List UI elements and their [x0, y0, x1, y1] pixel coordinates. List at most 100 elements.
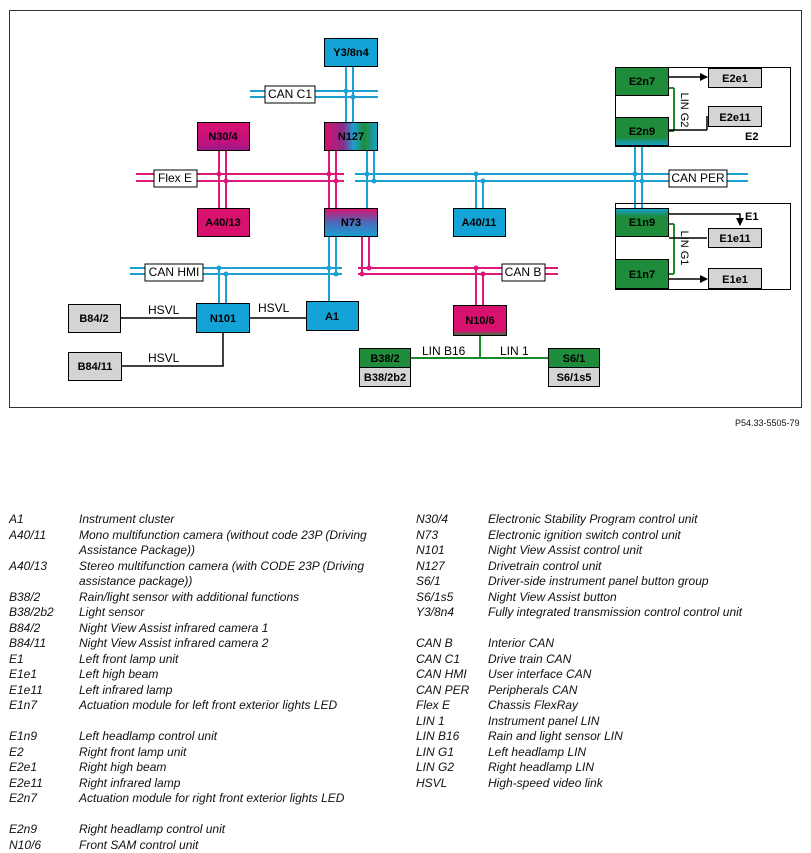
legend-code: CAN B	[416, 636, 453, 652]
legend-code: E1	[9, 652, 24, 668]
legend-description: User interface CAN	[488, 667, 808, 683]
lin-b16-label: LIN B16	[422, 344, 466, 358]
unit-a40-11[interactable]: A40/11	[454, 209, 506, 237]
legend-code: E1n7	[9, 698, 37, 714]
unit-y3-8n4[interactable]: Y3/8n4	[325, 39, 378, 67]
unit-b84-11[interactable]: B84/11	[69, 353, 122, 381]
legend-description: Interior CAN	[488, 636, 808, 652]
unit-e1n7[interactable]: E1n7	[616, 260, 669, 289]
legend-description: Actuation module for right front exterio…	[79, 791, 399, 807]
legend-description: Actuation module for left front exterior…	[79, 698, 399, 714]
e2-label: E2	[745, 131, 758, 143]
unit-n73[interactable]: N73	[325, 209, 378, 237]
legend-code: B38/2	[9, 590, 40, 606]
legend-row: B38/2 Rain/light sensor with additional f…	[9, 590, 399, 606]
unit-a1[interactable]: A1	[307, 302, 359, 331]
can-c1-label: CAN C1	[268, 87, 312, 101]
legend-code: CAN PER	[416, 683, 469, 699]
unit-e2n7[interactable]: E2n7	[616, 68, 669, 96]
legend-description: Night View Assist button	[488, 590, 808, 606]
unit-s6-1[interactable]: S6/1	[549, 349, 600, 368]
legend-row: CAN PER Peripherals CAN	[416, 683, 811, 699]
legend-code: LIN B16	[416, 729, 459, 745]
legend-code: Flex E	[416, 698, 450, 714]
legend-description: Right headlamp control unit	[79, 822, 399, 838]
legend-code: N127	[416, 559, 445, 575]
svg-text:A1: A1	[325, 311, 339, 323]
legend-code: E1e11	[9, 683, 43, 699]
unit-n127[interactable]: N127	[325, 123, 378, 151]
network-diagram: E2 E1 CAN C1 Flex E CAN PER CAN HMI CAN …	[0, 0, 811, 430]
legend-description: Light sensor	[79, 605, 399, 621]
legend-code: N30/4	[416, 512, 448, 528]
hsvl-label-3: HSVL	[148, 351, 180, 365]
legend-code: B84/11	[9, 636, 46, 652]
unit-n10-6[interactable]: N10/6	[454, 306, 507, 336]
unit-a40-13[interactable]: A40/13	[198, 209, 250, 237]
legend-row: N127 Drivetrain control unit	[416, 559, 811, 575]
unit-e2n9[interactable]: E2n9	[616, 118, 669, 146]
legend-description: Chassis FlexRay	[488, 698, 808, 714]
unit-s6-1s5[interactable]: S6/1s5	[549, 368, 600, 387]
legend-code: E1n9	[9, 729, 37, 745]
unit-b84-2[interactable]: B84/2	[69, 305, 121, 333]
legend-code: E2e11	[9, 776, 43, 792]
legend-description: Electronic ignition switch control unit	[488, 528, 808, 544]
legend-code: E2e1	[9, 760, 37, 776]
can-hmi-label: CAN HMI	[149, 265, 200, 279]
legend-description: Fully integrated transmission control co…	[488, 605, 808, 621]
e1-label: E1	[745, 211, 758, 223]
legend-description: Right high beam	[79, 760, 399, 776]
svg-text:B84/2: B84/2	[79, 313, 108, 325]
unit-e1e11[interactable]: E1e11	[709, 229, 762, 248]
legend-description: Peripherals CAN	[488, 683, 808, 699]
unit-e1e1[interactable]: E1e1	[709, 269, 762, 289]
unit-n101[interactable]: N101	[197, 304, 250, 333]
svg-text:N73: N73	[341, 217, 361, 229]
legend-code: Y3/8n4	[416, 605, 454, 621]
legend-code: E2n9	[9, 822, 37, 838]
legend-code: A40/11	[9, 528, 46, 544]
unit-e1n9[interactable]: E1n9	[616, 209, 669, 237]
unit-e2e11[interactable]: E2e11	[709, 107, 762, 127]
legend-code: S6/1s5	[416, 590, 453, 606]
legend-row: CAN B Interior CAN	[416, 636, 811, 652]
hsvl-label-1: HSVL	[148, 303, 180, 317]
lin-1-label: LIN 1	[500, 344, 529, 358]
svg-text:E2e1: E2e1	[722, 73, 748, 85]
svg-text:S6/1s5: S6/1s5	[557, 372, 592, 384]
legend-description: Front SAM control unit	[79, 838, 399, 853]
legend-description: Left front lamp unit	[79, 652, 399, 668]
legend-code: A1	[9, 512, 24, 528]
unit-b38-2b2[interactable]: B38/2b2	[360, 368, 411, 387]
legend-description: Rain/light sensor with additional functi…	[79, 590, 399, 606]
legend-description: Night View Assist infrared camera 1	[79, 621, 399, 637]
unit-b38-2[interactable]: B38/2	[360, 349, 411, 368]
legend-row: E1n7 Actuation module for left front exte…	[9, 698, 399, 729]
unit-n30-4[interactable]: N30/4	[198, 123, 250, 151]
legend-description: Left infrared lamp	[79, 683, 399, 699]
legend-description: Instrument panel LIN	[488, 714, 808, 730]
legend-description: Drive train CAN	[488, 652, 808, 668]
legend-description: Rain and light sensor LIN	[488, 729, 808, 745]
legend-description: Drivetrain control unit	[488, 559, 808, 575]
unit-e2e1[interactable]: E2e1	[709, 69, 762, 88]
legend-description: Right infrared lamp	[79, 776, 399, 792]
legend-description: Left headlamp LIN	[488, 745, 808, 761]
